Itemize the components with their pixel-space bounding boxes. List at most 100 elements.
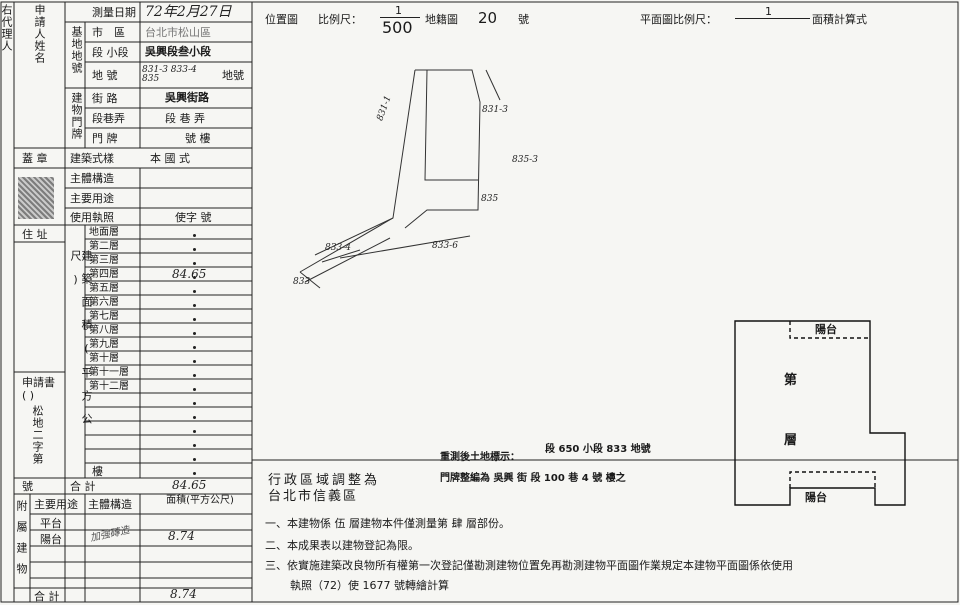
applicant-name-label: 申請人姓名 [33,4,46,64]
section-label: 段 小段 [92,46,129,59]
floor-label: 第十層 [89,353,119,364]
balcony-top-label: 陽台 [815,323,837,336]
floor-label: 第三層 [89,255,119,266]
city-value: 台北市松山區 [145,26,211,39]
app-text: 松地二字第 [31,405,44,465]
lot-suffix: 地號 [222,69,244,82]
cadastral-map-suffix: 號 [518,13,529,26]
lot-value: 831-3 833-4 835 [142,65,197,84]
floorplan-label-2: 層 [784,433,798,448]
extra-row-label: 樓 [92,465,103,478]
agent-label: 右代理人 [0,4,13,52]
floor-dot [193,360,196,363]
floor-dot [193,304,196,307]
location-map-label: 位置圖 [265,13,298,26]
floor-dot [193,402,196,405]
total-value: 84.65 [172,478,207,492]
floor-dot [193,318,196,321]
annex-total-label: 合 計 [34,590,60,603]
floor-dot [193,234,196,237]
plan-scale-bar [735,18,810,19]
lot-label-6: 833-6 [432,241,458,251]
total-label: 合 計 [70,480,96,493]
floor-label: 第四層 [89,269,119,280]
survey-date-value: 72年2月27日 [145,4,232,20]
area-label: 建築面積(平方公尺) [69,250,93,436]
street-label: 街 路 [92,92,118,105]
floor-dot [193,262,196,265]
floor-dot [193,444,196,447]
lot-label-4: 835 [481,194,499,204]
style-label: 建築式樣 [70,152,114,165]
floor-label: 第八層 [89,325,119,336]
door-value: 號 樓 [185,132,211,145]
note-4: 執照（72）使 1677 號轉繪計算 [290,579,449,592]
lane-label: 段巷弄 [92,112,125,125]
floor-label: 第十一層 [89,367,129,378]
permit-value: 使字 號 [175,211,212,224]
floor-label: 第七層 [89,311,119,322]
address-label: 建物門牌 [70,92,83,140]
door-edit: 門牌整編為 吳興 街 段 100 巷 4 號 樓之 [440,473,626,484]
floor-label: 第二層 [89,241,119,252]
app-label: 申請書 [22,376,55,389]
lane-value: 段 巷 弄 [165,112,205,125]
floor-label: 第五層 [89,283,119,294]
use-label: 主要用途 [70,192,114,205]
seal-stamp [18,177,54,219]
plan-scale-label: 平面圖比例尺： [640,13,717,26]
base-location-label: 基地地號 [70,26,83,74]
floor-dot [193,374,196,377]
annex-item-1: 平台 [40,517,62,530]
resurvey-section: 段 650 小段 833 地號 [545,444,651,455]
note-2: 二、本成果表以建物登記為限。 [265,539,419,552]
annex-label: 附屬建物 [15,500,28,584]
permit-label: 使用執照 [70,211,114,224]
floor-label: 第六層 [89,297,119,308]
floor-dot [193,248,196,251]
lot-label: 地 號 [92,69,118,82]
app-number-suffix: 號 [22,480,33,493]
annex-structure-header: 主體構造 [88,498,132,511]
street-value: 吳興街路 [165,91,209,104]
admin-adjust-line2: 台北市信義區 [268,489,359,504]
city-label: 市 區 [92,26,125,39]
style-value: 本 國 式 [150,152,190,165]
seal-label: 蓋 章 [22,152,48,165]
annex-item-2: 陽台 [40,533,62,546]
floor-dot [193,388,196,391]
note-1: 一、本建物係 伍 層建物本件僅測量第 肆 層部份。 [265,517,510,530]
annex-area-header: 面積(平方公尺) [166,495,234,506]
note-3: 三、依實施建築改良物所有權第一次登記僅勘測建物位置免再勘測建物平面圖作業規定本建… [265,559,793,572]
floor-dot [193,416,196,419]
scale-label: 比例尺： [318,13,362,26]
address-row-label: 住 址 [22,228,48,241]
floor-dot [193,458,196,461]
app-paren: ( ) [22,389,35,402]
door-label: 門 牌 [92,132,118,145]
cadastral-map-label: 地籍圖 [425,13,458,26]
lot-label-2: 831-3 [482,105,508,115]
floor-dot [193,276,196,279]
plan-area-label: 面積計算式 [812,13,867,26]
balcony-bottom-label: 陽台 [805,491,827,504]
survey-date-label: 測量日期 [92,6,136,19]
floor-label: 第九層 [89,339,119,350]
floor-dot [193,332,196,335]
floor-dot [193,472,196,475]
scale-numerator: 1 [395,4,402,17]
cadastral-map-number: 20 [478,9,498,27]
annex-area-value: 8.74 [168,529,195,543]
lot-label-3: 835-3 [512,155,538,165]
scale-fraction-bar [380,17,420,18]
plan-scale-numerator: 1 [765,5,772,18]
scale-denominator: 500 [382,18,413,37]
floor-label: 第十二層 [89,381,129,392]
structure-label: 主體構造 [70,172,114,185]
section-value: 吳興段叁小段 [145,45,211,58]
annex-total-value: 8.74 [170,587,197,601]
admin-adjust-line1: 行政區域調整為 [268,473,381,488]
annex-use-header: 主要用途 [34,498,78,511]
floorplan-label-1: 第 [784,373,798,388]
